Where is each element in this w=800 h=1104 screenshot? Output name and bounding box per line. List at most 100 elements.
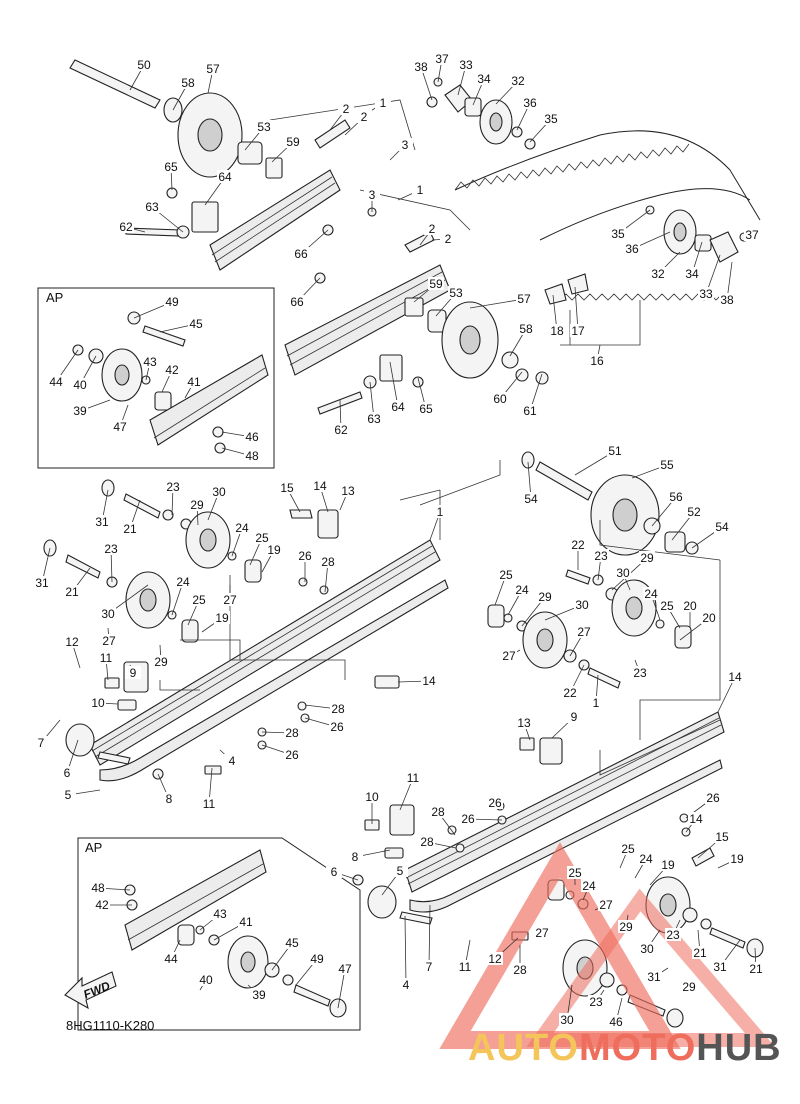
label-halo [487, 952, 503, 965]
label-halo [476, 72, 492, 85]
part-number-label: 5 [397, 864, 404, 878]
part-number-label: 24 [515, 583, 529, 597]
part-number-label: 29 [619, 920, 633, 934]
label-halo [681, 980, 697, 993]
label-halo [224, 754, 240, 767]
part-number-label: 15 [280, 481, 294, 495]
label-halo [682, 599, 698, 612]
part-number-label: 40 [199, 973, 213, 987]
part-number-label: 1 [593, 696, 600, 710]
label-halo [434, 52, 450, 65]
label-halo [112, 420, 128, 433]
label-halo [714, 520, 730, 533]
part-number-label: 21 [693, 946, 707, 960]
part-number-label: 23 [166, 480, 180, 494]
leader-line [469, 298, 525, 309]
label-halo [684, 267, 700, 280]
part-number-label: 21 [65, 585, 79, 599]
part-number-label: 60 [493, 392, 507, 406]
part-number-label: 11 [100, 651, 113, 665]
part-number-label: 43 [213, 907, 227, 921]
label-halo [330, 702, 346, 715]
ap-inset-upper: AP [37, 287, 275, 469]
part-number-label: 29 [538, 590, 552, 604]
part-number-label: 12 [488, 952, 502, 966]
label-halo [729, 852, 745, 865]
part-number-label: 38 [414, 60, 428, 74]
part-number-label: 6 [64, 766, 71, 780]
part-number-label: 30 [575, 598, 589, 612]
label-halo [103, 542, 119, 555]
part-number-label: 22 [563, 686, 577, 700]
part-number-label: 55 [660, 458, 674, 472]
part-number-label: 24 [176, 575, 190, 589]
label-halo [284, 726, 300, 739]
part-number-label: 25 [660, 599, 674, 613]
part-number-label: 23 [104, 542, 118, 556]
part-number-label: 48 [91, 881, 105, 895]
label-halo [688, 812, 704, 825]
label-halo [522, 404, 538, 417]
part-number-label: 40 [73, 378, 87, 392]
part-number-label: 32 [651, 267, 665, 281]
part-number-label: 28 [513, 963, 527, 977]
part-number-label: 19 [730, 852, 744, 866]
label-halo [705, 791, 721, 804]
part-number-label: 35 [544, 112, 558, 126]
label-halo [643, 587, 659, 600]
label-halo [549, 324, 565, 337]
part-number-label: 64 [218, 170, 232, 184]
label-halo [285, 135, 301, 148]
part-number-label: 9 [571, 710, 578, 724]
part-number-label: 28 [420, 835, 434, 849]
label-halo [588, 995, 604, 1008]
label-halo [191, 593, 207, 606]
part-number-label: 26 [461, 812, 475, 826]
fwd-arrow: FWD [64, 971, 117, 1010]
label-halo [598, 898, 614, 911]
part-number-label: 29 [640, 551, 654, 565]
part-number-label: 45 [189, 317, 203, 331]
label-halo [266, 543, 282, 556]
label-halo [440, 232, 456, 245]
label-halo [320, 555, 336, 568]
label-halo [254, 531, 270, 544]
label-halo [665, 928, 681, 941]
label-halo [153, 655, 169, 668]
part-number-label: 1 [380, 96, 387, 110]
label-halo [118, 220, 134, 233]
part-number-label: 14 [689, 812, 703, 826]
label-halo [60, 788, 76, 801]
label-halo [692, 946, 708, 959]
label-halo [589, 354, 605, 367]
part-number-label: 2 [361, 110, 368, 124]
part-number-label: 43 [143, 355, 157, 369]
label-halo [624, 242, 640, 255]
part-number-label: 32 [511, 74, 525, 88]
label-halo [727, 670, 743, 683]
label-halo [312, 479, 328, 492]
part-number-label: 14 [422, 674, 436, 688]
part-number-label: 36 [523, 96, 537, 110]
label-halo [72, 404, 88, 417]
part-number-label: 31 [713, 960, 727, 974]
label-halo [686, 505, 702, 518]
label-halo [516, 292, 532, 305]
part-number-label: 11 [407, 771, 420, 785]
label-halo [256, 120, 272, 133]
label-halo [72, 378, 88, 391]
label-halo [136, 58, 152, 71]
label-halo [501, 649, 517, 662]
label-halo [458, 58, 474, 71]
part-number-label: 24 [582, 879, 596, 893]
label-halo [64, 585, 80, 598]
part-number-label: 58 [519, 322, 533, 336]
label-halo [639, 942, 655, 955]
part-number-label: 11 [203, 797, 216, 811]
part-number-label: 25 [499, 568, 513, 582]
label-halo [543, 112, 559, 125]
label-halo [142, 355, 158, 368]
label-halo [659, 599, 675, 612]
label-halo [719, 293, 735, 306]
label-halo [574, 598, 590, 611]
